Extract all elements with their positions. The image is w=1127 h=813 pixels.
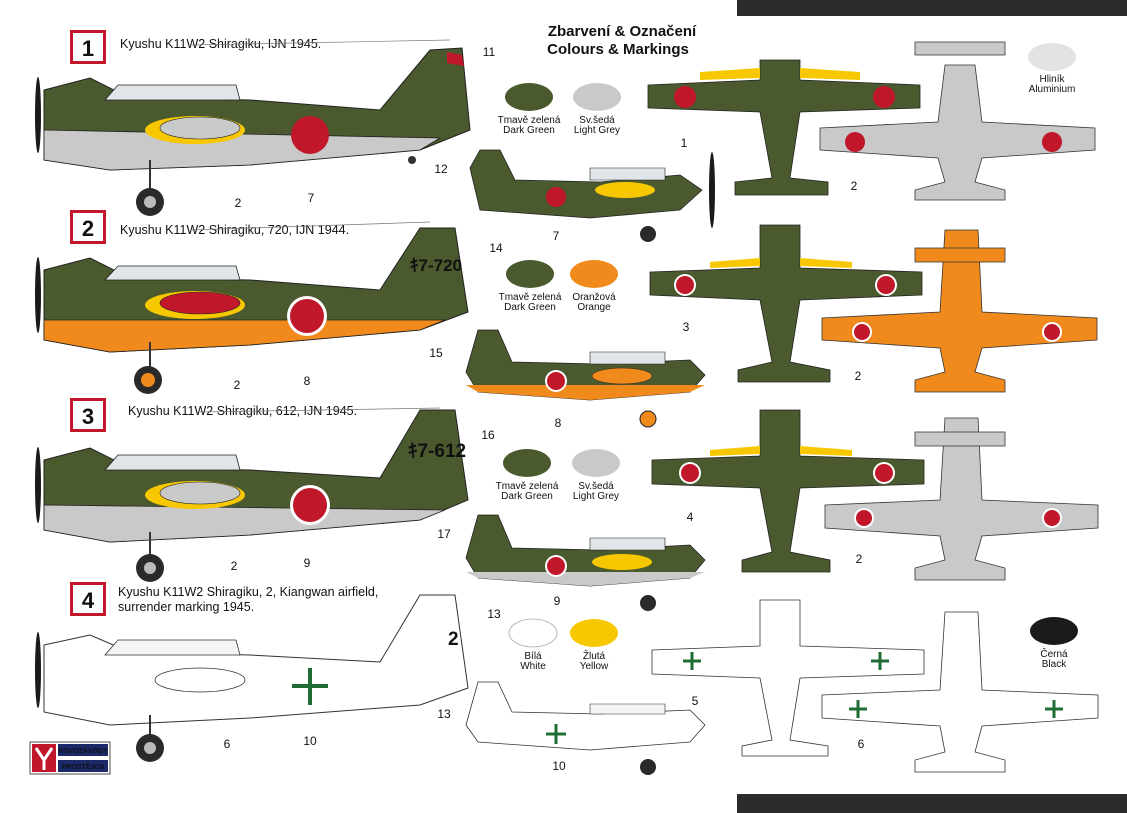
- swatch-dark-green-2: Tmavě zelená Dark Green: [499, 260, 562, 313]
- swatch-label-en: White: [520, 661, 546, 672]
- scheme-2-tail-code: ｷ7-720: [410, 256, 462, 275]
- swatch-yellow: Žlutá Yellow: [570, 619, 618, 672]
- callout-9: 9: [304, 556, 311, 570]
- callout-8: 8: [304, 374, 311, 388]
- scheme-4-bottom-view: [821, 611, 1099, 773]
- swatch-label-cz: Bílá: [524, 651, 542, 662]
- callout-10: 10: [303, 734, 317, 748]
- callout-5: 5: [692, 694, 699, 708]
- scheme-2-starboard-profile: [465, 329, 706, 428]
- title-english: Colours & Markings: [547, 41, 689, 58]
- callout-17: 17: [437, 527, 451, 541]
- callout-16: 16: [481, 428, 495, 442]
- swatch-label-cz: Oranžová: [572, 292, 616, 303]
- scheme-2-top-view: [649, 224, 923, 383]
- scheme-4-caption-line2: surrender marking 1945.: [118, 600, 254, 614]
- scheme-3-top-view: [651, 409, 925, 573]
- callout-7: 7: [553, 229, 560, 243]
- callout-4: 4: [687, 510, 694, 524]
- swatch-label-en: Dark Green: [501, 491, 553, 502]
- swatch-dark-green-1: Tmavě zelená Dark Green: [498, 83, 561, 136]
- swatch-orange: Oranžová Orange: [570, 260, 618, 313]
- callout-10: 10: [552, 759, 566, 773]
- callout-11: 11: [483, 45, 496, 59]
- callout-13: 13: [487, 607, 501, 621]
- swatch-light-grey-2: Sv.šedá Light Grey: [572, 449, 620, 502]
- callout-2: 2: [234, 378, 241, 392]
- scheme-4-starboard-profile: [465, 681, 706, 775]
- swatch-dark-green-3: Tmavě zelená Dark Green: [496, 449, 559, 502]
- callout-13: 13: [437, 707, 451, 721]
- scheme-3-side-profile: 3 Kyushu K11W2 Shiragiku, 612, IJN 1945.…: [35, 398, 469, 582]
- callout-numbers: 1 2 2 2 2 2 2 3 4 5 6 6 7 7 8 8 9 9 10 1…: [224, 45, 865, 773]
- scheme-3-starboard-profile: [465, 514, 706, 611]
- swatch-black: Černá Black: [1030, 617, 1078, 670]
- swatch-label-cz: Tmavě zelená: [496, 481, 559, 492]
- swatch-light-grey-1: Sv.šedá Light Grey: [573, 83, 621, 136]
- logo-line-1: KOVOZÁVODY: [58, 746, 108, 755]
- callout-2: 2: [231, 559, 238, 573]
- swatch-label-cz: Tmavě zelená: [499, 292, 562, 303]
- swatch-label-en: Orange: [577, 302, 611, 313]
- scheme-1-caption: Kyushu K11W2 Shiragiku, IJN 1945.: [120, 37, 321, 51]
- callout-15: 15: [429, 346, 443, 360]
- callout-8: 8: [555, 416, 562, 430]
- kovozavody-logo: KOVOZÁVODY PROSTĚJOV: [29, 741, 111, 775]
- scheme-1-side-profile: 1 Kyushu K11W2 Shiragiku, IJN 1945.: [35, 30, 471, 216]
- callout-2: 2: [851, 179, 858, 193]
- swatch-label-en: Dark Green: [503, 125, 555, 136]
- swatch-label-en: Aluminium: [1029, 84, 1076, 95]
- scheme-4-tail-code: 2: [448, 629, 459, 650]
- title-czech: Zbarvení & Označení: [548, 23, 697, 40]
- scheme-1-top-view: [647, 59, 921, 196]
- swatch-white: Bílá White: [508, 618, 558, 672]
- scheme-3-badge: 3: [82, 404, 94, 429]
- swatch-label-cz: Žlutá: [583, 649, 606, 662]
- logo-line-2: PROSTĚJOV: [62, 762, 105, 771]
- scheme-4-caption: Kyushu K11W2 Shiragiku, 2, Kiangwan airf…: [118, 585, 378, 599]
- swatch-label-en: Yellow: [580, 661, 609, 672]
- scheme-4-top-view: [651, 599, 925, 757]
- scheme-2-caption: Kyushu K11W2 Shiragiku, 720, IJN 1944.: [120, 223, 349, 237]
- scheme-2-badge: 2: [82, 216, 94, 241]
- callout-6: 6: [224, 737, 231, 751]
- swatch-label-en: Dark Green: [504, 302, 556, 313]
- swatch-label-cz: Tmavě zelená: [498, 115, 561, 126]
- callout-1: 1: [681, 136, 688, 150]
- callout-14: 14: [489, 241, 503, 255]
- swatch-label-cz: Sv.šedá: [578, 481, 614, 492]
- scheme-1-bottom-view: [819, 41, 1096, 201]
- swatch-aluminium: Hliník Aluminium: [1028, 43, 1076, 95]
- scheme-1-badge: 1: [82, 36, 94, 61]
- swatch-label-cz: Černá: [1040, 647, 1068, 660]
- scheme-2-side-profile: 2 Kyushu K11W2 Shiragiku, 720, IJN 1944.…: [35, 210, 469, 394]
- swatch-label-cz: Sv.šedá: [579, 115, 615, 126]
- callout-2: 2: [235, 196, 242, 210]
- swatch-label-cz: Hliník: [1039, 74, 1065, 85]
- callout-9: 9: [554, 594, 561, 608]
- callout-6: 6: [858, 737, 865, 751]
- scheme-1-starboard-profile: [469, 149, 715, 242]
- scheme-3-tail-code: ｷ7-612: [408, 441, 466, 462]
- callout-12: 12: [434, 162, 448, 176]
- scheme-4-badge: 4: [82, 588, 95, 613]
- swatch-label-en: Light Grey: [574, 125, 620, 136]
- callout-2: 2: [855, 369, 862, 383]
- callout-2: 2: [856, 552, 863, 566]
- callout-7: 7: [308, 191, 315, 205]
- swatch-label-en: Black: [1042, 659, 1067, 670]
- scheme-4-side-profile: 4 Kyushu K11W2 Shiragiku, 2, Kiangwan ai…: [35, 582, 469, 762]
- swatch-label-en: Light Grey: [573, 491, 619, 502]
- scheme-3-bottom-view: [824, 417, 1099, 581]
- callout-3: 3: [683, 320, 690, 334]
- scheme-2-bottom-view: [821, 229, 1098, 393]
